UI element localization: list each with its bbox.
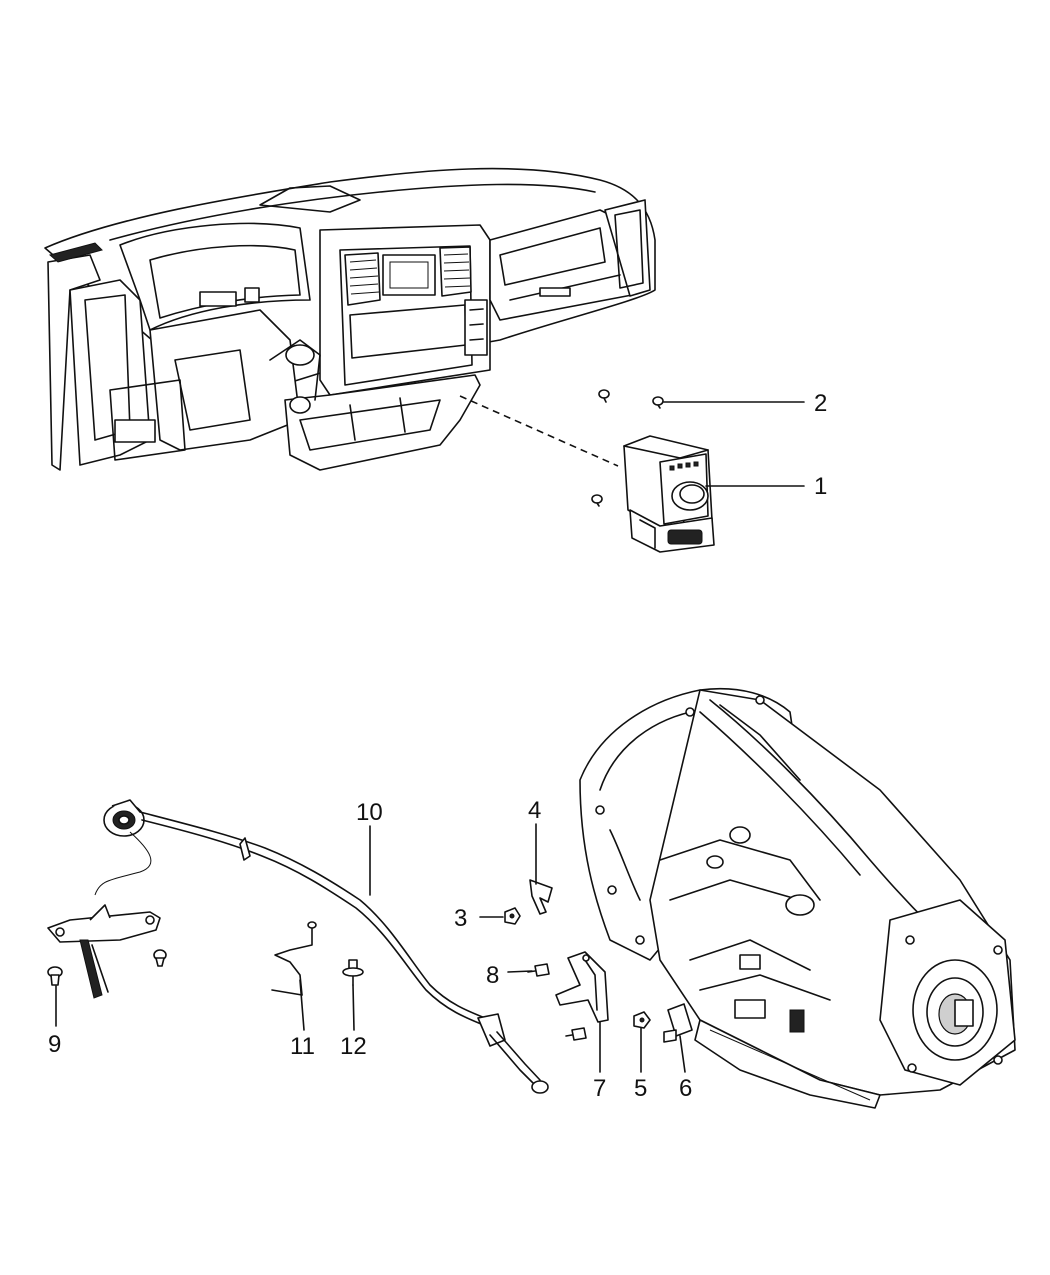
- bracket-item-7: [555, 951, 609, 1023]
- instrument-panel: [44, 167, 656, 471]
- bolt-item-9: [47, 966, 63, 986]
- bolt: [153, 949, 167, 967]
- callout-10: 10: [356, 799, 383, 826]
- transmission: [579, 687, 1016, 1109]
- callout-8: 8: [486, 962, 499, 989]
- bolt-item-8: [527, 963, 550, 977]
- clip-item-4: [529, 879, 553, 915]
- callout-2: 2: [814, 390, 827, 417]
- screw: [652, 396, 664, 409]
- callout-11: 11: [290, 1033, 315, 1060]
- callouts: 1 2 3 4 5 6 7 8 9 10 11 12: [48, 390, 827, 1102]
- callout-5: 5: [634, 1075, 647, 1102]
- install-leader: [459, 395, 619, 467]
- bracket-item-11: [271, 921, 317, 996]
- leader-lines: [55, 401, 805, 1073]
- callout-9: 9: [48, 1031, 61, 1058]
- screws-item-2: [591, 389, 664, 507]
- callout-12: 12: [340, 1033, 367, 1060]
- rotary-shifter-module: [623, 435, 715, 553]
- callout-4: 4: [528, 797, 541, 824]
- callout-1: 1: [814, 473, 827, 500]
- screw: [598, 389, 610, 403]
- callout-3: 3: [454, 905, 467, 932]
- callout-6: 6: [679, 1075, 692, 1102]
- callout-7: 7: [593, 1075, 606, 1102]
- bolt-item-7-lower: [565, 1027, 587, 1041]
- stud-item-12: [342, 959, 364, 986]
- center-vents: [344, 246, 472, 306]
- shift-cable: [94, 799, 549, 1094]
- screw: [591, 494, 603, 507]
- bracket-item-6: [663, 1003, 693, 1043]
- nut-item-3: [504, 907, 521, 925]
- cable-mount-bracket: [47, 904, 161, 999]
- nut-item-5: [633, 1011, 651, 1029]
